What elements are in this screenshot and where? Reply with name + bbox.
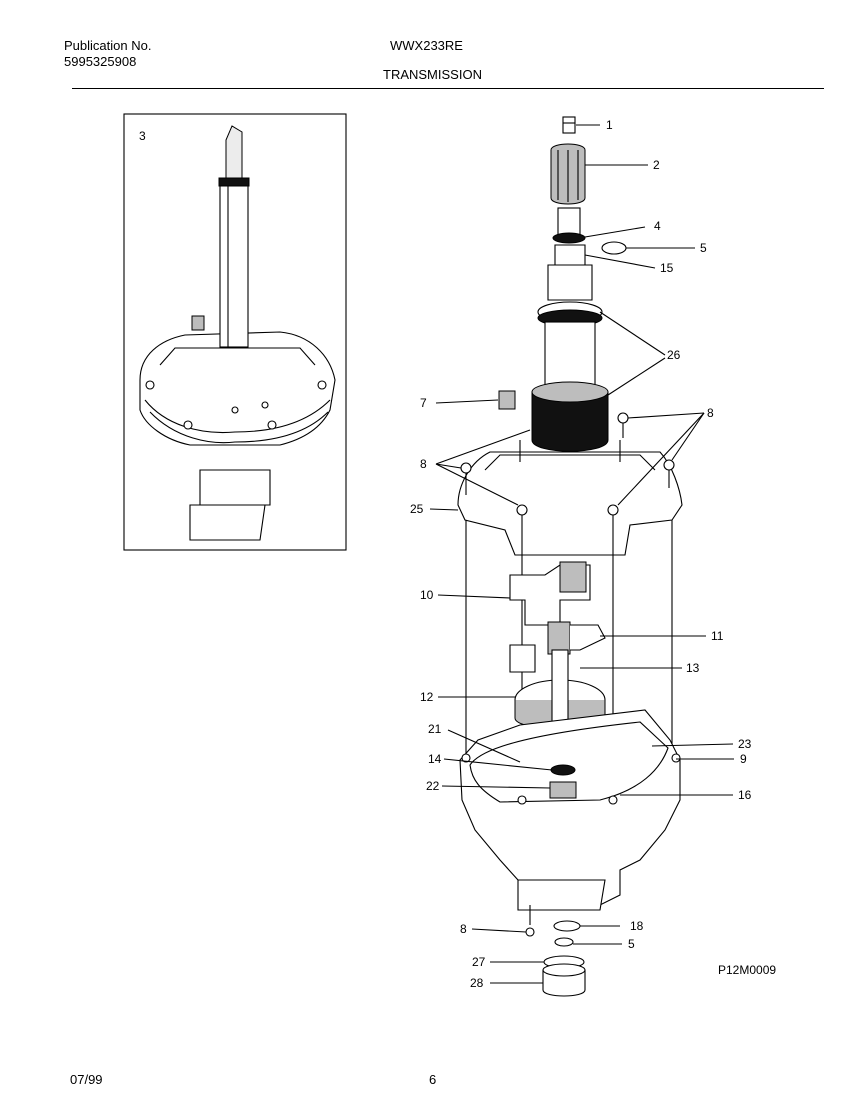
callout-22: 22 — [426, 779, 440, 793]
part-8-screws-upper — [460, 412, 675, 555]
callout-1: 1 — [606, 118, 613, 132]
callout-25: 25 — [410, 502, 424, 516]
inset-label: 3 — [139, 129, 146, 143]
part-25-upper-housing — [457, 451, 683, 556]
callout-8-left: 8 — [420, 457, 427, 471]
callout-27: 27 — [472, 955, 486, 969]
callout-14: 14 — [428, 752, 442, 766]
part-28-bushing — [542, 969, 586, 997]
callout-16: 16 — [738, 788, 752, 802]
callout-9: 9 — [740, 752, 747, 766]
inset-assembly: 3 — [123, 113, 347, 551]
callout-13: 13 — [686, 661, 700, 675]
part-26-seal-lower — [531, 391, 609, 452]
publication-number: 5995325908 — [64, 54, 137, 69]
callout-5-bottom: 5 — [628, 937, 635, 951]
part-7-plug — [498, 390, 516, 410]
callout-8-top: 8 — [707, 406, 714, 420]
part-14-washer — [550, 764, 576, 776]
callout-23: 23 — [738, 737, 752, 751]
diagram-code: P12M0009 — [718, 963, 776, 977]
publication-label: Publication No. — [64, 38, 152, 53]
callout-18: 18 — [630, 919, 644, 933]
part-15-collar — [554, 244, 586, 266]
header-rule — [72, 88, 824, 89]
callout-labels: 1 2 4 5 15 26 7 8 8 8 25 10 11 13 12 21 … — [410, 118, 776, 990]
callout-10: 10 — [420, 588, 434, 602]
section-title: TRANSMISSION — [383, 67, 482, 82]
main-exploded-view — [457, 116, 683, 997]
callout-11: 11 — [711, 629, 724, 643]
page-number: 6 — [429, 1072, 437, 1087]
callout-2: 2 — [653, 158, 660, 172]
part-5-snap-ring — [601, 241, 627, 255]
part-22-bushing — [549, 781, 577, 799]
callout-21: 21 — [428, 722, 442, 736]
callout-7: 7 — [420, 396, 427, 410]
part-18-washer — [553, 920, 581, 932]
callout-15: 15 — [660, 261, 674, 275]
callout-28: 28 — [470, 976, 484, 990]
callout-4: 4 — [654, 219, 661, 233]
callout-26: 26 — [667, 348, 681, 362]
part-11-pinion — [547, 621, 571, 655]
callout-8-bottom: 8 — [460, 922, 467, 936]
part-13-crank — [509, 644, 536, 673]
inset-frame — [123, 113, 347, 551]
leader-lines — [429, 124, 734, 984]
callout-12: 12 — [420, 690, 434, 704]
part-5-snap-ring-lower — [554, 937, 574, 947]
part-1-nut — [562, 116, 576, 134]
part-4-ring — [552, 232, 586, 244]
part-21-gasket — [469, 721, 669, 803]
footer-date: 07/99 — [70, 1072, 103, 1087]
callout-5: 5 — [700, 241, 707, 255]
part-8-screw-lower — [525, 927, 535, 937]
model-number: WWX233RE — [390, 38, 463, 53]
